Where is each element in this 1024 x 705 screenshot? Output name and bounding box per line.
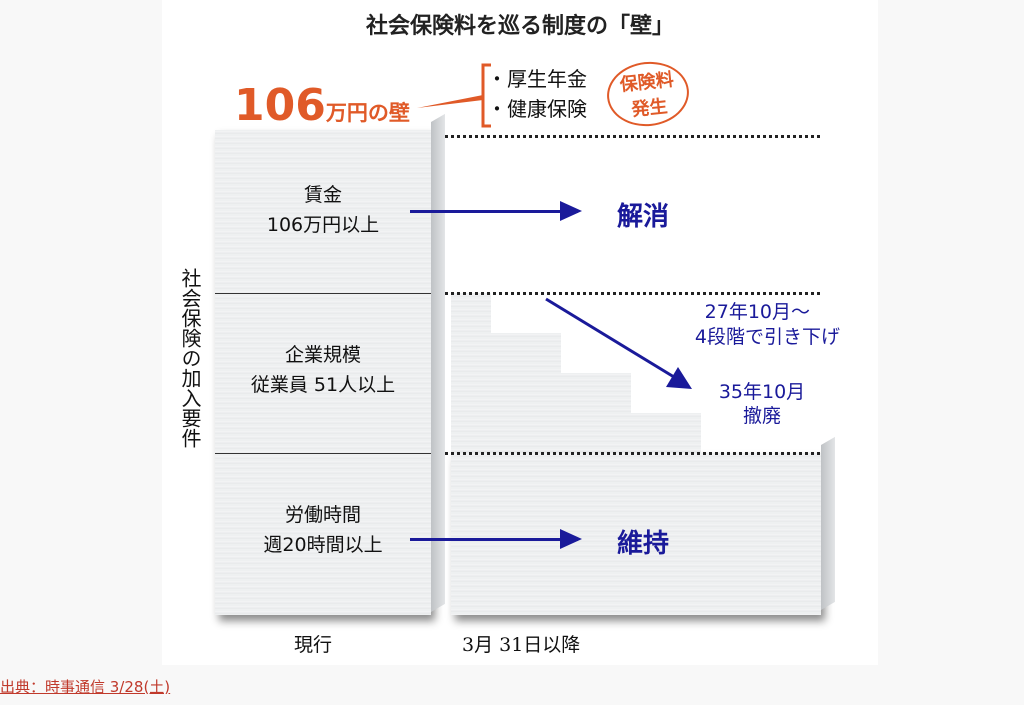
- column-after: 3月 31日以降: [462, 634, 581, 656]
- row-line: 賃金: [303, 184, 342, 206]
- divider: [215, 293, 431, 294]
- row-line: 106万円以上: [266, 214, 380, 236]
- future-wall: [451, 453, 821, 615]
- bracket-item: ・健康保険: [487, 97, 587, 121]
- result-line: 撤廃: [742, 405, 781, 427]
- row-company-size-label: 企業規模 従業員 51人以上: [215, 340, 431, 400]
- current-wall: [215, 130, 431, 615]
- row-line: 労働時間: [284, 504, 361, 526]
- vertical-axis-label: 社会保険の加入要件: [178, 268, 202, 448]
- stamp: 保険料 発生: [603, 57, 693, 131]
- row-line: 企業規模: [284, 344, 361, 366]
- note-line: 27年10月～: [704, 301, 810, 323]
- future-wall-side: [821, 436, 835, 610]
- result-maintained: 維持: [617, 529, 670, 559]
- infographic: 社会保険料を巡る制度の「壁」 106万円の壁 ・厚生年金 ・健康保険 保険料 発…: [162, 0, 878, 665]
- note-line: 4段階で引き下げ: [694, 326, 840, 348]
- phase-note: 27年10月～ 4段階で引き下げ: [640, 300, 840, 350]
- divider-dotted: [445, 135, 820, 138]
- row-working-hours-label: 労働時間 週20時間以上: [215, 500, 431, 560]
- wall-number: 106: [234, 80, 326, 131]
- callout-bracket-icon: [417, 63, 491, 128]
- divider-dotted: [445, 292, 820, 295]
- diagonal-arrow-icon: [545, 297, 692, 389]
- result-line: 35年10月: [718, 381, 806, 403]
- wall-label: 106万円の壁: [234, 80, 410, 131]
- row-line: 週20時間以上: [263, 534, 383, 556]
- result-repeal: 35年10月 撤廃: [712, 380, 812, 428]
- divider-dotted: [445, 452, 820, 455]
- figure-title: 社会保険料を巡る制度の「壁」: [365, 14, 674, 39]
- row-wage-label: 賃金 106万円以上: [215, 180, 431, 240]
- arrow-icon: [410, 529, 582, 549]
- source-link[interactable]: 出典：時事通信 3/28(土): [0, 678, 171, 696]
- bracket-list: ・厚生年金 ・健康保険: [487, 64, 587, 124]
- divider: [215, 453, 431, 454]
- column-current: 現行: [294, 634, 333, 656]
- result-abolished: 解消: [617, 202, 670, 232]
- bracket-item: ・厚生年金: [487, 67, 587, 91]
- wall-suffix: 万円の壁: [325, 101, 410, 125]
- row-line: 従業員 51人以上: [250, 374, 396, 396]
- arrow-icon: [410, 201, 582, 221]
